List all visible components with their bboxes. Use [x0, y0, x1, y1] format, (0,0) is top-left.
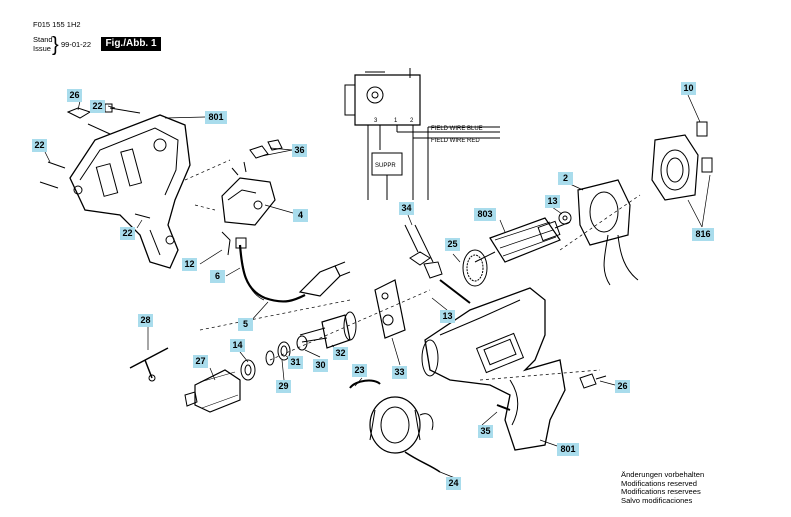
callout-13-lower: 13	[440, 310, 455, 323]
note-en: Modifications reserved	[621, 478, 697, 488]
callout-801-right: 801	[557, 443, 579, 456]
note-es: Salvo modificaciones	[621, 495, 693, 505]
callout-5: 5	[238, 318, 253, 331]
figure-label: Fig./Abb. 1	[101, 37, 161, 51]
brace-icon: }	[52, 34, 59, 56]
brush-10a	[696, 121, 708, 137]
callout-26-right: 26	[615, 380, 630, 393]
note-fr: Modifications reservees	[621, 487, 701, 497]
callout-34: 34	[399, 202, 414, 215]
field-coil-23-24	[349, 379, 441, 473]
ring-29	[265, 350, 275, 366]
callout-35: 35	[478, 425, 493, 438]
callout-4: 4	[293, 209, 308, 222]
clip-26	[66, 107, 92, 119]
note-de: Änderungen vorbehalten	[621, 470, 705, 479]
spindle-32	[299, 311, 357, 349]
armature-803	[474, 217, 571, 263]
callout-801-left: 801	[205, 111, 227, 124]
callout-12: 12	[182, 258, 197, 271]
brush-holder-34	[404, 224, 443, 279]
screw-35	[496, 404, 511, 411]
bearing-13a	[558, 211, 572, 225]
callout-23: 23	[352, 364, 367, 377]
callout-22-top: 22	[90, 100, 105, 113]
doc-number: F015 155 1H2	[33, 20, 81, 29]
callout-14: 14	[230, 339, 245, 352]
cord-6	[221, 231, 306, 303]
nut-14	[240, 359, 256, 381]
callout-27: 27	[193, 355, 208, 368]
callout-6: 6	[210, 270, 225, 283]
bearing-plate-33	[374, 279, 406, 339]
callout-2: 2	[558, 172, 573, 185]
issue-date: 99-01-22	[61, 40, 92, 49]
washer-30	[296, 335, 308, 351]
callout-33: 33	[392, 366, 407, 379]
clip-36b	[267, 139, 283, 151]
callout-803: 803	[474, 208, 496, 221]
callout-32: 32	[333, 347, 348, 360]
callout-13-upper: 13	[545, 195, 560, 208]
brush-10b	[701, 157, 713, 173]
chuck-27	[184, 369, 241, 413]
callout-25: 25	[445, 238, 460, 251]
housing-half-right	[421, 287, 566, 451]
field-wire-red-label: FIELD WIRE RED	[431, 138, 480, 144]
stand-label: Stand	[33, 35, 53, 44]
terminal-2: 2	[410, 118, 414, 124]
screws-22	[39, 103, 151, 219]
housing-half-left	[69, 114, 191, 269]
frame-816	[651, 134, 699, 201]
plug	[298, 261, 351, 297]
callout-10: 10	[681, 82, 696, 95]
clip-36a	[249, 145, 269, 159]
callout-26-top: 26	[67, 89, 82, 102]
terminal-1: 1	[394, 118, 398, 124]
modifications-notes: Änderungen vorbehalten Modifications res…	[621, 470, 705, 505]
callout-29: 29	[276, 380, 291, 393]
gear-25	[439, 249, 488, 304]
callout-24: 24	[446, 477, 461, 490]
switch-4	[221, 161, 276, 226]
callout-28: 28	[138, 314, 153, 327]
field-2	[577, 179, 639, 286]
suppressor-label: SUPPR	[375, 163, 396, 169]
issue-label: Issue	[33, 44, 51, 53]
bearing-31	[277, 341, 291, 361]
switch-box	[344, 68, 500, 200]
screw-26b	[579, 373, 607, 389]
callout-31: 31	[288, 356, 303, 369]
callout-816: 816	[692, 228, 714, 241]
callout-22-left: 22	[32, 139, 47, 152]
callout-36: 36	[292, 144, 307, 157]
callout-30: 30	[313, 359, 328, 372]
field-wire-blue-label: FIELD WIRE BLUE	[431, 126, 483, 132]
chuck-key-28	[129, 347, 169, 382]
terminal-3: 3	[374, 118, 378, 124]
callout-22-bottom: 22	[120, 227, 135, 240]
